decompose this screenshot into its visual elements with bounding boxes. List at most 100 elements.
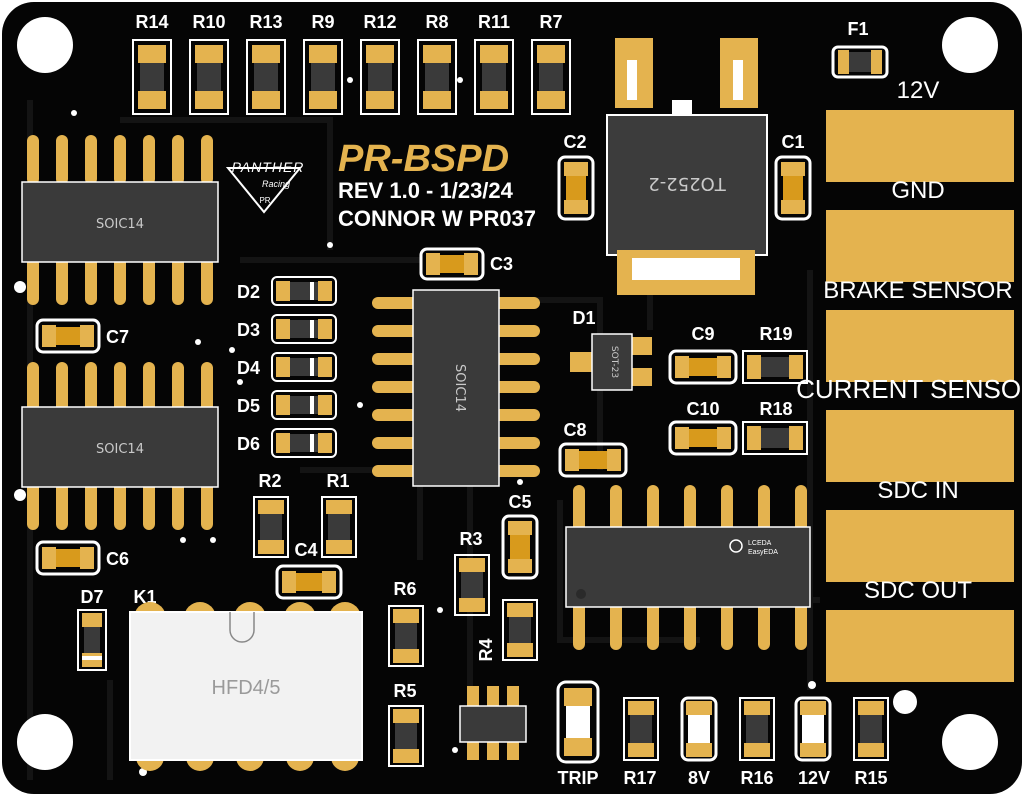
regulator-package-label: TO252-2: [648, 173, 726, 194]
k1-label: K1: [133, 587, 156, 607]
soic-right: LCEDA EasyEDA: [565, 485, 811, 650]
r15-label: R15: [854, 768, 887, 788]
resistor-r19: R19: [742, 324, 808, 384]
c6-label: C6: [106, 549, 129, 569]
resistor-r6: R6: [388, 579, 424, 667]
soic-left-bottom-label: SOIC14: [96, 442, 144, 457]
soic-center-label: SOIC14: [452, 364, 467, 412]
d4-label: D4: [237, 358, 260, 378]
connector-pad-label: BRAKE SENSOR: [823, 277, 1012, 304]
lceda-logo: LCEDA EasyEDA: [729, 539, 778, 556]
r17-label: R17: [623, 768, 656, 788]
led-8v-label: 8V: [688, 768, 710, 788]
diode-d7: D7: [77, 587, 107, 671]
capacitor-c2: C2: [557, 132, 595, 221]
capacitor-c7: C7: [35, 318, 129, 354]
top-resistor-label: R14: [135, 12, 168, 32]
r16-label: R16: [740, 768, 773, 788]
connector-pad-copper[interactable]: [826, 410, 1014, 482]
panther-racing-logo: PANTHER Racing PR: [225, 159, 305, 214]
capacitor-c8: C8: [558, 420, 628, 478]
connector-pad-copper[interactable]: [826, 110, 1014, 182]
connector-pad-label: CURRENT SENSOR: [796, 374, 1024, 404]
connector-pads: 12V GND BRAKE SENSOR CURRENT SENSOR SDC IN SD…: [796, 77, 1024, 682]
diode-d1: D1 SOT-23: [570, 308, 652, 391]
c4-label: C4: [294, 540, 317, 560]
connector-pad-label: GND: [891, 177, 944, 204]
logo-shield: [225, 167, 303, 214]
r3-label: R3: [459, 529, 482, 549]
d1-package-label: SOT-23: [609, 346, 619, 378]
voltage-regulator: TO252-2: [606, 38, 768, 295]
top-resistor: R14: [132, 12, 172, 115]
top-resistor-label: R7: [539, 12, 562, 32]
led-trip: TRIP: [556, 680, 600, 788]
top-resistor: R9: [303, 12, 343, 115]
resistor-r1: R1: [321, 471, 357, 558]
resistor-r2: R2: [253, 471, 289, 558]
r4-label: R4: [476, 638, 496, 661]
resistor-r15: R15: [853, 697, 889, 788]
c5-label: C5: [508, 492, 531, 512]
board-revision: REV 1.0 - 1/23/24: [338, 178, 514, 203]
resistor-group: R14 R10 R13 R9 R12 R8 R11 R7: [132, 12, 571, 115]
top-resistor-label: R9: [311, 12, 334, 32]
trip-label: TRIP: [557, 768, 598, 788]
r2-label: R2: [258, 471, 281, 491]
capacitor-c3: C3: [419, 247, 513, 281]
connector-pad-copper[interactable]: [826, 310, 1014, 382]
mounting-holes: [17, 17, 998, 770]
c8-label: C8: [563, 420, 586, 440]
resistor-r4: R4: [476, 599, 538, 662]
soic-center: SOIC14: [372, 289, 540, 487]
top-resistor: R11: [474, 12, 514, 115]
top-resistor-label: R8: [425, 12, 448, 32]
capacitor-c5: C5: [501, 492, 539, 580]
mounting-hole-bl: [17, 714, 73, 770]
capacitor-c1: C1: [774, 132, 812, 221]
connector-pad-copper[interactable]: [826, 610, 1014, 682]
relay-model: HFD4/5: [212, 677, 281, 699]
r18-label: R18: [759, 399, 792, 419]
diode-d4: D4: [237, 352, 337, 382]
title-block: PR-BSPD REV 1.0 - 1/23/24 CONNOR W PR037: [338, 138, 536, 231]
connector-pad[interactable]: SDC IN: [826, 477, 1014, 582]
cloud-icon: [729, 539, 743, 553]
logo-subtext: Racing: [262, 179, 290, 189]
connector-pad-label: SDC OUT: [864, 577, 972, 604]
top-resistor-label: R11: [478, 12, 510, 32]
mounting-hole-tl: [17, 17, 73, 73]
connector-pad[interactable]: 12V: [826, 77, 1014, 182]
connector-pad[interactable]: SDC OUT: [826, 577, 1014, 682]
d7-label: D7: [80, 587, 103, 607]
logo-text: PANTHER: [232, 159, 305, 175]
connector-pad-copper[interactable]: [826, 510, 1014, 582]
c9-label: C9: [691, 324, 714, 344]
connector-pad-copper[interactable]: [826, 210, 1014, 282]
diode-d6: D6: [237, 428, 337, 458]
connector-pad-label: SDC IN: [877, 477, 958, 504]
resistor-r18: R18: [742, 399, 808, 455]
top-resistor-label: R13: [249, 12, 282, 32]
connector-pad[interactable]: GND: [826, 177, 1014, 282]
connector-pad[interactable]: CURRENT SENSOR: [796, 374, 1024, 482]
d3-label: D3: [237, 320, 260, 340]
top-resistor: R12: [360, 12, 400, 115]
top-resistor: R7: [531, 12, 571, 115]
top-resistor: R10: [189, 12, 229, 115]
d2-label: D2: [237, 282, 260, 302]
d1-label: D1: [572, 308, 595, 328]
diode-d3: D3: [237, 314, 337, 344]
resistor-r17: R17: [623, 697, 659, 788]
board-title: PR-BSPD: [338, 138, 509, 180]
sot23-6-chip: [452, 686, 527, 760]
c1-label: C1: [781, 132, 804, 152]
led-12v: 12V: [794, 696, 832, 788]
easyeda-label: EasyEDA: [748, 549, 778, 556]
connector-pad-label: 12V: [897, 77, 940, 104]
connector-pad[interactable]: BRAKE SENSOR: [823, 277, 1014, 382]
diode-d2: D2: [237, 276, 337, 306]
c7-label: C7: [106, 327, 129, 347]
